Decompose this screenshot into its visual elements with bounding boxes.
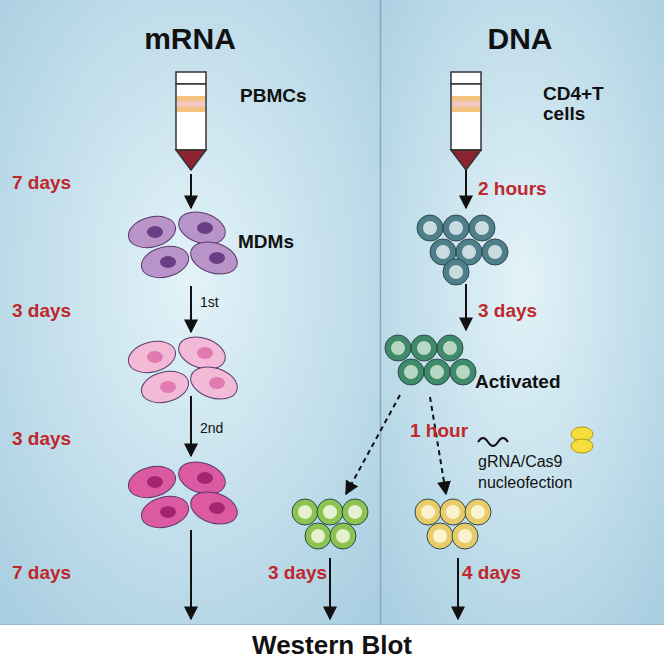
mdm-cells (125, 206, 241, 282)
node-label: Western Blot (0, 630, 664, 661)
retransfected-mdm-cells (125, 456, 241, 532)
duration-label: 1 hour (410, 420, 468, 442)
node-label: DNA (381, 22, 659, 56)
duration-label: 2 hours (478, 178, 547, 200)
node-label: Activated (475, 372, 570, 392)
tube-group: CD4+T cells (436, 68, 626, 172)
transfected-mdm-cells (125, 331, 241, 407)
cas9-icon (571, 427, 593, 453)
blood-tube (451, 72, 481, 170)
step-arrow (190, 174, 192, 208)
duration-label: 3 days (12, 428, 71, 450)
duration-label: 3 days (12, 300, 71, 322)
node-label: MDMs (238, 232, 300, 252)
node-label: mRNA (0, 22, 380, 56)
reagent-label: gRNA/Cas9 nucleofection (478, 452, 598, 494)
grna-squiggle (478, 438, 508, 446)
cell-group: Activated (375, 332, 575, 396)
activated-t-cells (385, 335, 476, 385)
blood-tube (176, 72, 206, 170)
tube-group: PBMCs (160, 68, 320, 172)
node-label: CD4+T cells (543, 84, 609, 124)
step-number: 1st (200, 294, 219, 310)
duration-label: 3 days (478, 300, 537, 322)
duration-label: 7 days (12, 172, 71, 194)
duration-label: 4 days (462, 562, 521, 584)
duration-label: 7 days (12, 562, 71, 584)
step-number: 2nd (200, 420, 223, 436)
arrows (191, 170, 466, 619)
cd4-t-cells (417, 215, 508, 285)
node-label: PBMCs (240, 86, 320, 106)
result-band: Western Blot (0, 625, 664, 664)
duration-label: 3 days (268, 562, 327, 584)
control-t-cells (415, 499, 491, 549)
cell-group: MDMs (120, 210, 300, 284)
nucleofected-t-cells (292, 499, 368, 549)
